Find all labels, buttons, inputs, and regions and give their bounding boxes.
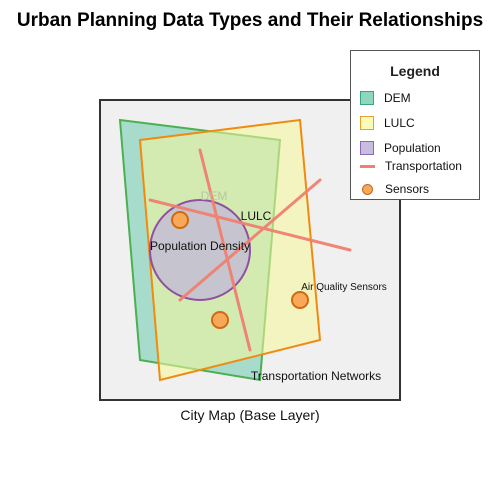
legend-item-population: Population — [360, 139, 441, 157]
air-quality-sensors-label: Air Quality Sensors — [301, 282, 387, 293]
legend-label: DEM — [384, 91, 411, 105]
legend: Legend DEM LULC Population Transportatio… — [350, 50, 480, 200]
road-line — [178, 178, 322, 302]
lulc-swatch-icon — [360, 116, 374, 130]
population-density-label: Population Density — [150, 239, 250, 253]
legend-label: Sensors — [385, 182, 430, 196]
legend-label: Transportation — [385, 159, 462, 173]
base-layer-label: City Map (Base Layer) — [180, 407, 319, 423]
air-quality-sensors — [171, 211, 309, 329]
transportation-line-icon — [360, 164, 375, 168]
road-line — [148, 198, 352, 252]
road-line — [198, 148, 252, 352]
sensor-marker — [171, 211, 189, 229]
legend-item-lulc: LULC — [360, 114, 415, 132]
population-swatch-icon — [360, 141, 374, 155]
dem-swatch-icon — [360, 91, 374, 105]
sensor-marker — [291, 291, 309, 309]
legend-item-dem: DEM — [360, 89, 411, 107]
transportation-networks — [148, 148, 352, 352]
legend-label: Population — [384, 141, 441, 155]
lulc-label: LULC — [241, 209, 272, 223]
transportation-networks-label: Transportation Networks — [251, 369, 381, 383]
legend-item-sensors: Sensors — [360, 180, 429, 198]
legend-item-transportation: Transportation — [360, 157, 462, 175]
diagram-title: Urban Planning Data Types and Their Rela… — [16, 10, 484, 31]
legend-title: Legend — [390, 63, 440, 79]
legend-label: LULC — [384, 116, 415, 130]
dem-label: DEM — [201, 189, 228, 203]
sensor-dot-icon — [362, 183, 373, 195]
sensor-marker — [211, 311, 229, 329]
